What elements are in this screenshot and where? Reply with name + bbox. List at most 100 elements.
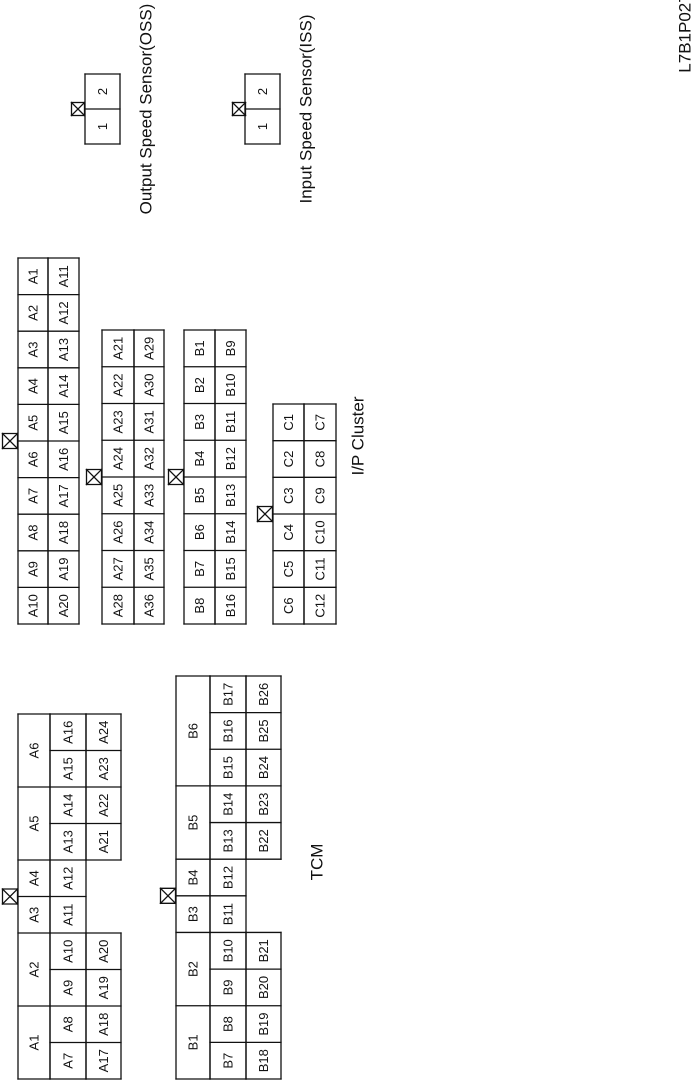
ip-b-pin-label: B13 (223, 484, 238, 507)
ip-c-pin-label: C9 (313, 487, 328, 504)
ip-a1-pin-label: A7 (26, 488, 41, 504)
ip-a1-pin-label: A12 (56, 301, 71, 324)
ip-c-pin-label: C1 (281, 414, 296, 431)
tcm-a-pin-label: A7 (61, 1053, 76, 1069)
tcm-a-pin-label: A3 (27, 907, 42, 923)
ip-a1-lock-icon (1, 432, 19, 450)
tcm-b-pin-label: B26 (256, 683, 271, 706)
tcm-a-pin-label: A5 (27, 816, 42, 832)
ip-c-pin-label: C4 (281, 524, 296, 541)
ip-a2-pin-label: A30 (142, 374, 157, 397)
tcm-a-pin-label: A9 (61, 980, 76, 996)
ip-a2-pin-label: A26 (111, 521, 126, 544)
tcm-a-pin-label: A8 (61, 1016, 76, 1032)
tcm-b-pin-label: B2 (186, 961, 201, 977)
tcm-a-pin-label: A19 (96, 976, 111, 999)
tcm-b-pin-label: B11 (221, 903, 236, 925)
ip-a1-pin-label: A11 (56, 265, 71, 287)
ip-b-pin-label: B5 (192, 487, 207, 503)
ip-a1-pin-label: A5 (26, 415, 41, 431)
oss-pin-label: 2 (95, 88, 110, 95)
iss-lock-icon (231, 101, 247, 117)
tcm-b-pin-label: B4 (186, 870, 201, 886)
tcm-a-pin-label: A12 (61, 867, 76, 890)
tcm-b-pin-label: B14 (221, 793, 236, 816)
tcm-a-pin-label: A23 (96, 757, 111, 780)
ip-b-pin-label: B7 (192, 561, 207, 577)
diagram-id: L7B1P027 (676, 0, 695, 73)
tcm-b-pin-label: B12 (221, 866, 236, 889)
tcm-b-pin-label: B22 (256, 829, 271, 852)
ip-b-pin-label: B9 (223, 340, 238, 356)
ip-a2-pin-label: A25 (111, 484, 126, 507)
tcm-a-pin-label: A10 (61, 940, 76, 963)
tcm-a-lock-icon (1, 888, 19, 905)
ip-a2-pin-label: A21 (111, 337, 126, 360)
ip-a1-pin-label: A17 (56, 484, 71, 507)
tcm-a-pin-label: A13 (61, 830, 76, 853)
ip-a1-pin-label: A18 (56, 521, 71, 544)
oss-pin-label: 1 (95, 123, 110, 130)
tcm-b-pin-label: B19 (256, 1012, 271, 1035)
ip-a2-lock-icon (85, 468, 103, 486)
tcm-a-pin-label: A1 (27, 1035, 42, 1051)
tcm-label: TCM (308, 844, 327, 881)
tcm-b-pin-label: B9 (221, 979, 236, 995)
tcm-b-pin-label: B6 (186, 723, 201, 739)
tcm-b-pin-label: B20 (256, 976, 271, 999)
tcm-a-pin-label: A14 (61, 794, 76, 817)
ip-a1-pin-label: A1 (26, 268, 41, 284)
ip-a1-pin-label: A6 (26, 451, 41, 467)
ip-b-pin-label: B6 (192, 524, 207, 540)
tcm-a-pin-label: A21 (96, 830, 111, 853)
tcm-b-pin-label: B7 (221, 1053, 236, 1069)
tcm-a-pin-label: A16 (61, 721, 76, 744)
oss-label: Output Speed Sensor(OSS) (137, 4, 156, 215)
ip-b-pin-label: B8 (192, 598, 207, 614)
ip-a1-pin-label: A10 (26, 594, 41, 617)
tcm-a-pin-label: A22 (96, 794, 111, 817)
tcm-b-pin-label: B15 (221, 756, 236, 779)
ip-a1-pin-label: A13 (56, 338, 71, 361)
ip-a1-pin-label: A9 (26, 561, 41, 577)
tcm-b-pin-label: B25 (256, 719, 271, 742)
ip-a1-pin-label: A2 (26, 305, 41, 321)
ip-a2-pin-label: A24 (111, 447, 126, 470)
ip-cluster-label: I/P Cluster (349, 396, 368, 475)
iss-pin-label: 2 (255, 88, 270, 95)
ip-c-pin-label: C11 (313, 558, 328, 581)
tcm-b-lock-icon (159, 887, 177, 905)
oss-lock-icon (70, 101, 86, 117)
tcm-b-pin-label: B10 (221, 939, 236, 962)
tcm-a-pin-label: A24 (96, 721, 111, 744)
ip-b-pin-label: B10 (223, 374, 238, 397)
ip-a2-pin-label: A33 (142, 484, 157, 507)
ip-a1-pin-label: A14 (56, 375, 71, 398)
ip-a2-pin-label: A23 (111, 410, 126, 433)
tcm-b-pin-label: B21 (256, 939, 271, 962)
tcm-a-pin-label: A20 (96, 940, 111, 963)
iss-label: Input Speed Sensor(ISS) (297, 14, 316, 203)
ip-b-pin-label: B2 (192, 377, 207, 393)
tcm-a-pin-label: A17 (96, 1049, 111, 1072)
ip-c-pin-label: C10 (313, 520, 328, 544)
tcm-b-pin-label: B24 (256, 756, 271, 779)
ip-a2-pin-label: A28 (111, 594, 126, 617)
tcm-a-pin-label: A6 (27, 743, 42, 759)
ip-a1-pin-label: A20 (56, 594, 71, 617)
ip-a1-pin-label: A8 (26, 525, 41, 541)
ip-b-pin-label: B3 (192, 414, 207, 430)
tcm-b-pin-label: B3 (186, 906, 201, 922)
ip-b-pin-label: B4 (192, 451, 207, 467)
ip-c-pin-label: C6 (281, 597, 296, 614)
tcm-b-pin-label: B8 (221, 1016, 236, 1032)
tcm-a-pin-label: A18 (96, 1013, 111, 1036)
ip-b-pin-label: B16 (223, 594, 238, 617)
tcm-a-pin-label: A2 (27, 962, 42, 978)
tcm-a-pin-label: A11 (61, 904, 76, 926)
ip-a2-pin-label: A36 (142, 594, 157, 617)
ip-b-pin-label: B12 (223, 447, 238, 470)
ip-b-pin-label: B14 (223, 521, 238, 544)
ip-a2-pin-label: A34 (142, 521, 157, 544)
